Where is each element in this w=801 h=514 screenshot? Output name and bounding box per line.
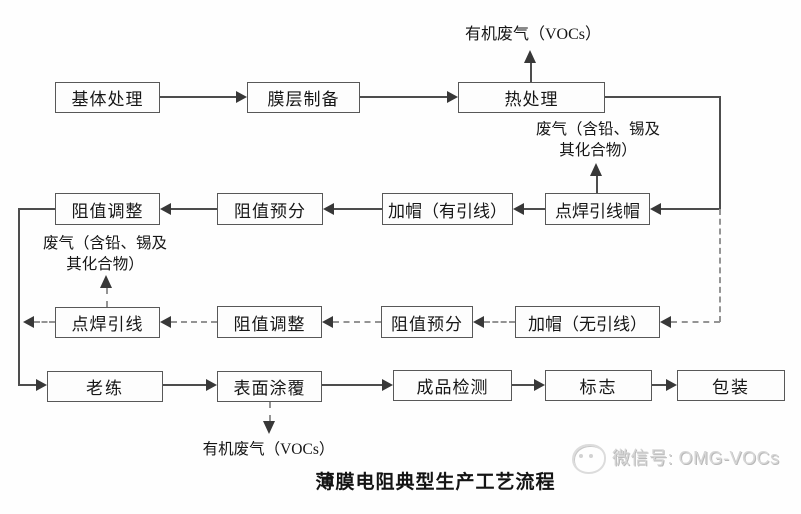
flow-line xyxy=(605,96,720,98)
flow-line-dashed xyxy=(106,288,108,307)
arrow-left-icon xyxy=(322,316,333,328)
arrow-up-icon xyxy=(100,275,112,288)
emission-label-voc-top: 有机废气（VOCs） xyxy=(464,26,601,43)
emission-label-line2: 其化合物） xyxy=(66,256,144,273)
flow-line-dashed xyxy=(171,321,217,323)
node-surface-coating: 表面涂覆 xyxy=(217,371,322,402)
emission-label-line1: 废气（含铅、锡及 xyxy=(42,235,167,252)
emission-label-lead-left: 废气（含铅、锡及 其化合物） xyxy=(20,233,190,275)
node-cap-with-lead: 加帽（有引线） xyxy=(382,193,513,225)
flow-line xyxy=(652,384,666,386)
wechat-logo-icon xyxy=(572,444,606,474)
flow-line xyxy=(171,208,217,210)
arrow-left-icon xyxy=(160,316,171,328)
flow-line-dashed xyxy=(269,402,271,421)
flow-line-dashed xyxy=(671,321,720,323)
arrow-left-icon xyxy=(473,316,484,328)
flow-line xyxy=(163,384,206,386)
arrow-right-icon xyxy=(382,379,393,391)
flow-line xyxy=(719,96,721,209)
emission-label-lead-top: 废气（含铅、锡及 其化合物） xyxy=(513,119,683,161)
flow-line xyxy=(160,96,236,98)
node-resistance-adjust-leaded: 阻值调整 xyxy=(55,193,160,225)
emission-label-line1: 废气（含铅、锡及 xyxy=(535,121,660,138)
node-resistance-presort-leadless: 阻值预分 xyxy=(381,306,473,338)
flow-line xyxy=(524,208,545,210)
flow-line xyxy=(334,208,382,210)
emission-label-line2: 其化合物） xyxy=(559,142,637,159)
flow-line xyxy=(512,384,534,386)
node-resistance-adjust-leadless: 阻值调整 xyxy=(217,306,322,338)
flow-line xyxy=(530,63,532,82)
flow-line xyxy=(18,208,55,210)
flow-line-dashed xyxy=(484,321,515,323)
node-film-preparation: 膜层制备 xyxy=(247,82,360,113)
emission-label-voc-bottom: 有机废气（VOCs） xyxy=(202,441,335,458)
node-final-inspection: 成品检测 xyxy=(393,370,512,401)
node-cap-without-lead: 加帽（无引线） xyxy=(515,306,660,338)
node-spot-weld-lead: 点焊引线 xyxy=(55,307,160,338)
node-packing: 包装 xyxy=(677,370,785,401)
arrow-right-icon xyxy=(447,91,458,103)
arrow-right-icon xyxy=(206,379,217,391)
node-substrate-treatment: 基体处理 xyxy=(55,82,160,113)
flow-line-dashed xyxy=(333,321,381,323)
diagram-title: 薄膜电阻典型生产工艺流程 xyxy=(315,472,556,493)
flow-line xyxy=(360,96,447,98)
arrow-down-icon xyxy=(263,421,275,434)
arrow-right-icon xyxy=(534,379,545,391)
flow-line-dashed xyxy=(719,209,721,322)
arrow-left-icon xyxy=(23,316,34,328)
arrow-right-icon xyxy=(36,379,47,391)
node-heat-treatment: 热处理 xyxy=(458,82,605,113)
arrow-left-icon xyxy=(513,203,524,215)
node-spot-weld-lead-cap: 点焊引线帽 xyxy=(545,193,650,225)
flow-line xyxy=(18,384,36,386)
arrow-left-icon xyxy=(323,203,334,215)
arrow-up-icon xyxy=(590,163,602,176)
arrow-up-icon xyxy=(524,50,536,63)
arrow-left-icon xyxy=(160,203,171,215)
arrow-right-icon xyxy=(236,91,247,103)
node-aging: 老练 xyxy=(47,371,163,402)
flow-line xyxy=(18,208,20,385)
flow-line-dashed xyxy=(34,321,55,323)
arrow-right-icon xyxy=(666,379,677,391)
flow-line xyxy=(596,176,598,193)
flow-line xyxy=(661,208,720,210)
watermark-wechat-id: 微信号: OMG-VOCs xyxy=(612,448,780,468)
arrow-left-icon xyxy=(660,316,671,328)
node-marking: 标志 xyxy=(545,370,652,401)
flow-line xyxy=(322,384,382,386)
node-resistance-presort-leaded: 阻值预分 xyxy=(217,193,323,225)
arrow-left-icon xyxy=(650,203,661,215)
